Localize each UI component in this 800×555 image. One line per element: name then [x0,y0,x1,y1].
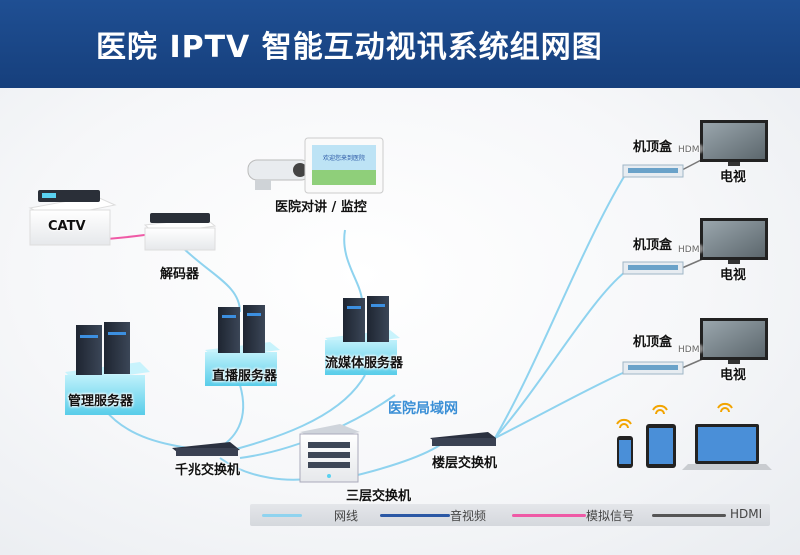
legend-swatch-network [262,514,302,517]
cable-l3-floor [344,444,441,479]
cable-stream-gigabit [224,374,366,453]
label-decoder: 解码器 [160,267,200,282]
intercom-camera [247,159,311,190]
label-stb-3: 机顶盒 [633,335,673,350]
label-stream-server: 流媒体服务器 [325,356,404,371]
phone-icon [617,436,633,468]
catv-device [28,190,117,246]
label-live-server: 直播服务器 [212,369,278,384]
gigabit-switch [172,442,240,456]
l3-switch [299,424,360,483]
cable-intercom-stream [343,229,363,301]
laptop-icon [682,424,772,470]
label-l3-switch: 三层交换机 [346,489,412,504]
legend-label-av: 音视频 [450,509,487,523]
decoder-device [143,213,217,251]
label-tv-2: 电视 [720,268,747,283]
intercom-screen-text: 欢迎您来到医院 [323,154,365,162]
wifi-icons [616,402,733,429]
stb-device-1 [622,164,684,178]
legend-label-hdmi: HDMI [730,507,763,521]
label-hdmi-1: HDMI [678,145,703,155]
label-gigabit-switch: 千兆交换机 [175,463,241,478]
cable-floor-stb3 [494,371,626,439]
label-mgmt-server: 管理服务器 [68,394,134,409]
cable-floor-stb1 [494,174,626,439]
floor-switch [430,432,496,446]
label-tv-3: 电视 [720,368,747,383]
stream-server [325,296,400,375]
tablet-icon [646,424,676,468]
label-intercom: 医院对讲 / 监控 [275,200,367,215]
label-hospital-lan: 医院局域网 [388,401,458,417]
mgmt-server [65,322,150,415]
legend-swatch-analog [512,514,586,517]
cable-live-gigabit [214,384,245,451]
stb-device-3 [622,361,684,375]
label-stb-1: 机顶盒 [633,140,673,155]
live-server [205,305,280,386]
label-tv-1: 电视 [720,170,747,185]
tv-device-3 [700,318,768,364]
legend-label-analog: 模拟信号 [586,509,635,523]
intercom-screen: 欢迎您来到医院 [304,137,384,194]
tv-device-1 [700,120,768,166]
label-floor-switch: 楼层交换机 [432,456,498,471]
cable-floor-stb2 [494,271,626,439]
label-hdmi-2: HDMI [678,245,703,255]
header-banner: 医院 IPTV 智能互动视讯系统组网图 [0,0,800,88]
cable-mgmt-gigabit [104,409,201,451]
page-title: 医院 IPTV 智能互动视讯系统组网图 [96,30,603,65]
stb-device-2 [622,261,684,275]
legend: 网线 音视频 模拟信号 HDMI [250,504,770,526]
cable-decoder-live [179,244,241,313]
legend-swatch-av [380,514,450,517]
label-catv: CATV [48,219,86,234]
legend-label-network: 网线 [334,509,359,523]
legend-swatch-hdmi [652,514,726,517]
tv-device-2 [700,218,768,264]
label-hdmi-3: HDMI [678,345,703,355]
label-stb-2: 机顶盒 [633,238,673,253]
